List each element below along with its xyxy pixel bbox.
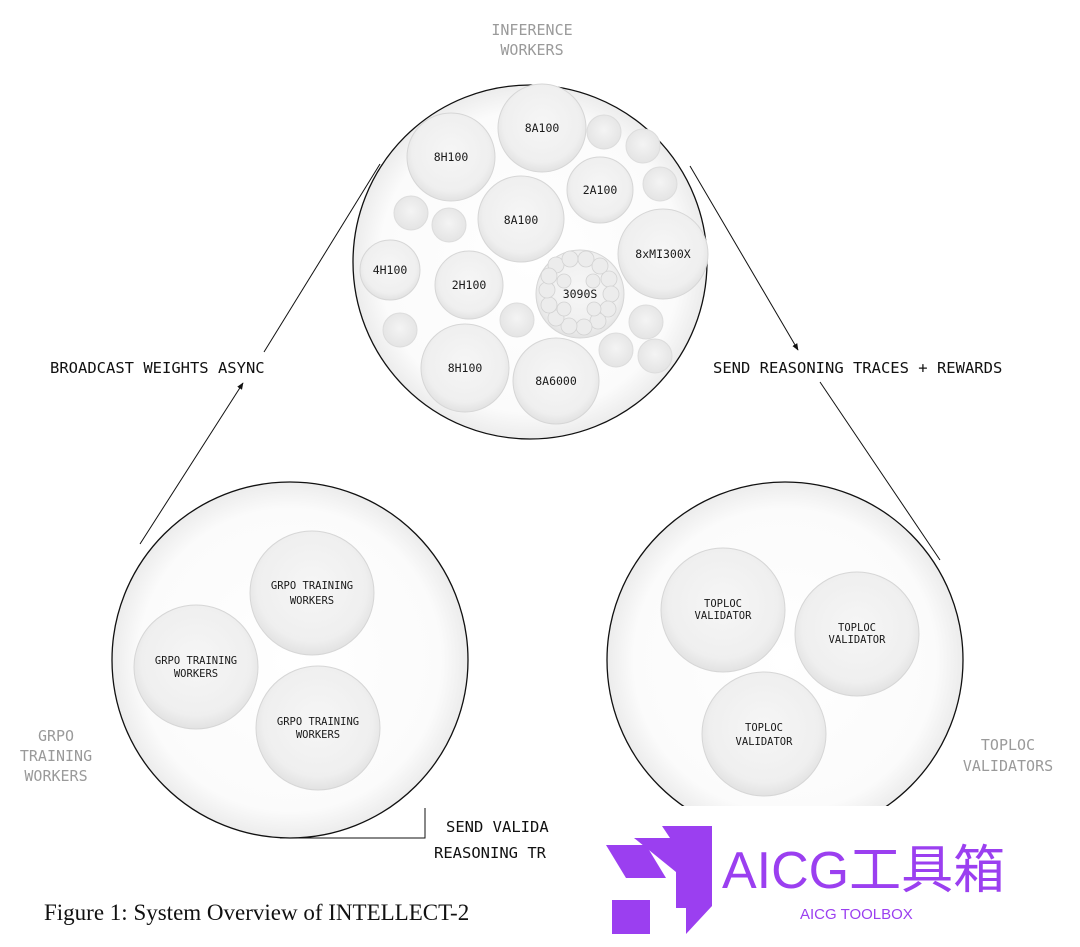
inference-node-8h100-top — [406, 112, 496, 202]
send-traces-arrow-upper — [689, 165, 799, 351]
toploc-node-labels: TOPLOC VALIDATOR TOPLOC VALIDATOR TOPLOC… — [695, 598, 887, 748]
toploc-node — [660, 547, 786, 673]
node-label: WORKERS — [296, 729, 340, 741]
inference-small-bubbles — [382, 114, 678, 374]
inference-node-8xmi300x — [617, 208, 709, 300]
send-traces-arrow-lower — [819, 381, 941, 561]
node-label: VALIDATOR — [695, 610, 753, 622]
node-label: 2A100 — [583, 183, 618, 197]
node-label: 3090S — [563, 287, 598, 301]
inference-node-4h100 — [359, 239, 421, 301]
node-label: VALIDATOR — [736, 736, 794, 748]
watermark-sub-text: AICG TOOLBOX — [800, 906, 913, 923]
toploc-group-label: TOPLOC VALIDATORS — [963, 736, 1053, 775]
node-label: WORKERS — [174, 668, 218, 680]
inference-node-2h100 — [434, 250, 504, 320]
inference-label-line1: INFERENCE — [491, 21, 572, 39]
aicg-watermark: AICG工具箱 AICG TOOLBOX — [606, 826, 1005, 934]
toploc-node — [794, 571, 920, 697]
inference-label-line2: WORKERS — [500, 41, 563, 59]
grpo-nodes — [133, 530, 381, 791]
svg-text:REASONING TR: REASONING TR — [434, 844, 547, 862]
svg-text:GRPO: GRPO — [38, 727, 74, 745]
node-label: 8xMI300X — [635, 247, 690, 261]
watermark-main-text: AICG工具箱 — [722, 842, 1005, 900]
svg-text:SEND VALIDA: SEND VALIDA — [446, 818, 549, 836]
svg-text:WORKERS: WORKERS — [24, 767, 87, 785]
inference-node-2a100 — [566, 156, 634, 224]
svg-text:TRAINING: TRAINING — [20, 747, 92, 765]
grpo-group-label: GRPO TRAINING WORKERS — [20, 727, 92, 785]
inference-node-8a100-center — [477, 175, 565, 263]
node-label: VALIDATOR — [829, 634, 887, 646]
node-label: 4H100 — [373, 263, 408, 277]
node-label: 8H100 — [448, 361, 483, 375]
aicg-logo-icon — [606, 826, 712, 934]
node-label: 8A100 — [504, 213, 539, 227]
broadcast-arrow-lower — [139, 382, 244, 545]
grpo-node — [133, 604, 259, 730]
inference-node-8h100-bottom — [420, 323, 510, 413]
send-validated-connector — [280, 808, 426, 839]
grpo-node-labels: GRPO TRAINING WORKERS GRPO TRAINING WORK… — [155, 580, 359, 741]
broadcast-weights-label: BROADCAST WEIGHTS ASYNC — [50, 359, 265, 377]
node-label: GRPO TRAINING — [277, 716, 359, 728]
node-label: 2H100 — [452, 278, 487, 292]
inference-node-8a6000 — [512, 337, 600, 425]
node-label: TOPLOC — [838, 622, 876, 634]
node-label: TOPLOC — [704, 598, 742, 610]
node-label: WORKERS — [290, 595, 334, 607]
inference-node-labels: 8A100 8H100 2A100 8A100 4H100 2H100 3090… — [373, 121, 691, 388]
3090s-inner-bubbles — [538, 250, 620, 336]
broadcast-arrow-upper — [263, 163, 381, 353]
grpo-node — [249, 530, 375, 656]
toploc-node — [701, 671, 827, 797]
svg-text:VALIDATORS: VALIDATORS — [963, 757, 1053, 775]
inference-node-8a100-top — [497, 83, 587, 173]
figure-caption: Figure 1: System Overview of INTELLECT-2 — [44, 900, 469, 926]
grpo-node — [255, 665, 381, 791]
svg-text:TOPLOC: TOPLOC — [981, 736, 1035, 754]
send-traces-label: SEND REASONING TRACES + REWARDS — [713, 359, 1002, 377]
caption-name: INTELLECT-2 — [328, 900, 470, 925]
node-label: 8H100 — [434, 150, 469, 164]
inference-group-label: INFERENCE WORKERS — [491, 21, 572, 59]
caption-prefix: Figure 1: System Overview of — [44, 900, 329, 925]
toploc-nodes — [660, 547, 920, 797]
send-validated-label: SEND VALIDA REASONING TR — [434, 818, 549, 862]
node-label: GRPO TRAINING — [271, 580, 353, 592]
node-label: GRPO TRAINING — [155, 655, 237, 667]
node-label: 8A100 — [525, 121, 560, 135]
node-label: 8A6000 — [535, 374, 577, 388]
node-label: TOPLOC — [745, 722, 783, 734]
